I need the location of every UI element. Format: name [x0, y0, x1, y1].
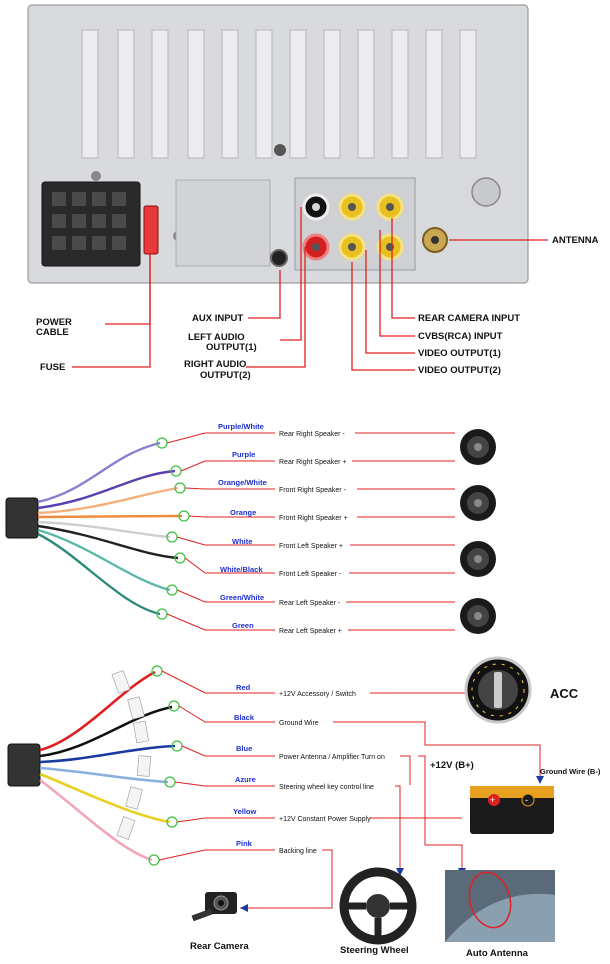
label-rear-camera: Rear Camera	[190, 941, 249, 952]
label-power-cable-2: CABLE	[36, 327, 69, 338]
svg-text:-: -	[525, 795, 528, 805]
power-wire-color-label: Black	[234, 713, 255, 722]
label-rear-camera-input: REAR CAMERA INPUT	[418, 313, 520, 324]
speaker-wire-color-label: White	[232, 537, 252, 546]
speaker-wire-function-label: Front Left Speaker -	[279, 571, 342, 578]
rca-jacks	[302, 193, 404, 261]
power-wire-color-label: Blue	[236, 744, 252, 753]
label-right-audio-1: RIGHT AUDIO	[184, 359, 246, 370]
speaker-wire-color-label: Green	[232, 621, 254, 630]
speaker-wire-function-label: Front Right Speaker -	[279, 487, 347, 494]
power-harness: ACC + - +12V (B+) Ground Wire (B-) Rear …	[7, 656, 601, 959]
power-wire-function-label: Power Antenna / Amplifier Turn on	[279, 754, 385, 761]
rear-camera	[191, 892, 237, 922]
speaker-icon	[460, 541, 496, 577]
speaker-wire-function-label: Front Right Speaker +	[279, 515, 348, 522]
label-aux-input: AUX INPUT	[192, 313, 243, 324]
power-wire-function-label: Steering wheel key control line	[279, 784, 374, 791]
speaker-wire-color-label: Purple/White	[218, 422, 264, 431]
label-battery-plus: +12V (B+)	[430, 760, 474, 771]
power-wire-color-label: Pink	[236, 839, 253, 848]
speaker-wire-function-label: Front Left Speaker +	[279, 543, 343, 550]
speaker-connector	[5, 497, 39, 539]
label-video-output-1: VIDEO OUTPUT(1)	[418, 348, 501, 359]
speaker-wire-function-label: Rear Left Speaker +	[279, 628, 342, 635]
power-wire-function-label: Backing line	[279, 848, 317, 855]
svg-text:+: +	[490, 795, 495, 805]
power-wire-function-label: +12V Accessory / Switch	[279, 691, 356, 698]
label-left-audio-1: LEFT AUDIO	[188, 332, 245, 343]
power-wire-color-label: Red	[236, 683, 251, 692]
speaker-wire-color-label: Orange/White	[218, 478, 267, 487]
vent-slots	[81, 29, 477, 159]
rear-panel	[27, 4, 529, 284]
power-wire-color-label: Yellow	[233, 807, 257, 816]
speaker-wire-color-label: Purple	[232, 450, 255, 459]
leader-lines-top	[72, 207, 548, 371]
speaker-wire-color-label: Orange	[230, 508, 256, 517]
label-power-cable-1: POWER	[36, 317, 72, 328]
power-wires	[39, 670, 176, 862]
label-acc: ACC	[550, 686, 579, 701]
label-auto-antenna: Auto Antenna	[466, 948, 529, 959]
acc-ignition-switch	[464, 656, 532, 724]
speaker-icons	[460, 429, 496, 634]
steering-wheel	[339, 867, 417, 945]
speaker-wire-function-label: Rear Right Speaker +	[279, 459, 347, 466]
power-connector	[7, 743, 41, 787]
speaker-icon	[460, 429, 496, 465]
speaker-wires	[37, 441, 183, 616]
label-fuse: FUSE	[40, 362, 65, 373]
label-ground-wire: Ground Wire (B-)	[540, 767, 601, 776]
speaker-wire-color-label: White/Black	[220, 565, 263, 574]
label-right-audio-2: OUTPUT(2)	[200, 370, 251, 381]
fuse	[143, 205, 159, 255]
speaker-wire-function-label: Rear Left Speaker -	[279, 600, 341, 607]
power-wire-color-label: Azure	[235, 775, 256, 784]
label-antenna: ANTENNA	[552, 235, 599, 246]
speaker-icon	[460, 485, 496, 521]
label-left-audio-2: OUTPUT(1)	[206, 342, 257, 353]
speaker-wire-function-label: Rear Right Speaker -	[279, 431, 345, 438]
power-wire-function-label: +12V Constant Power Supply	[279, 816, 371, 823]
speaker-wire-color-label: Green/White	[220, 593, 264, 602]
label-cvbs-input: CVBS(RCA) INPUT	[418, 331, 503, 342]
aux-jack	[270, 249, 288, 267]
speaker-icon	[460, 598, 496, 634]
label-video-output-2: VIDEO OUTPUT(2)	[418, 365, 501, 376]
label-steering-wheel: Steering Wheel	[340, 945, 409, 956]
power-wire-function-label: Ground Wire	[279, 720, 319, 727]
car-battery: + -	[470, 786, 554, 834]
screw-hole	[274, 144, 286, 156]
speaker-harness: Purple/White Rear Right Speaker - Purple…	[5, 422, 496, 635]
auto-antenna-photo	[445, 870, 555, 942]
